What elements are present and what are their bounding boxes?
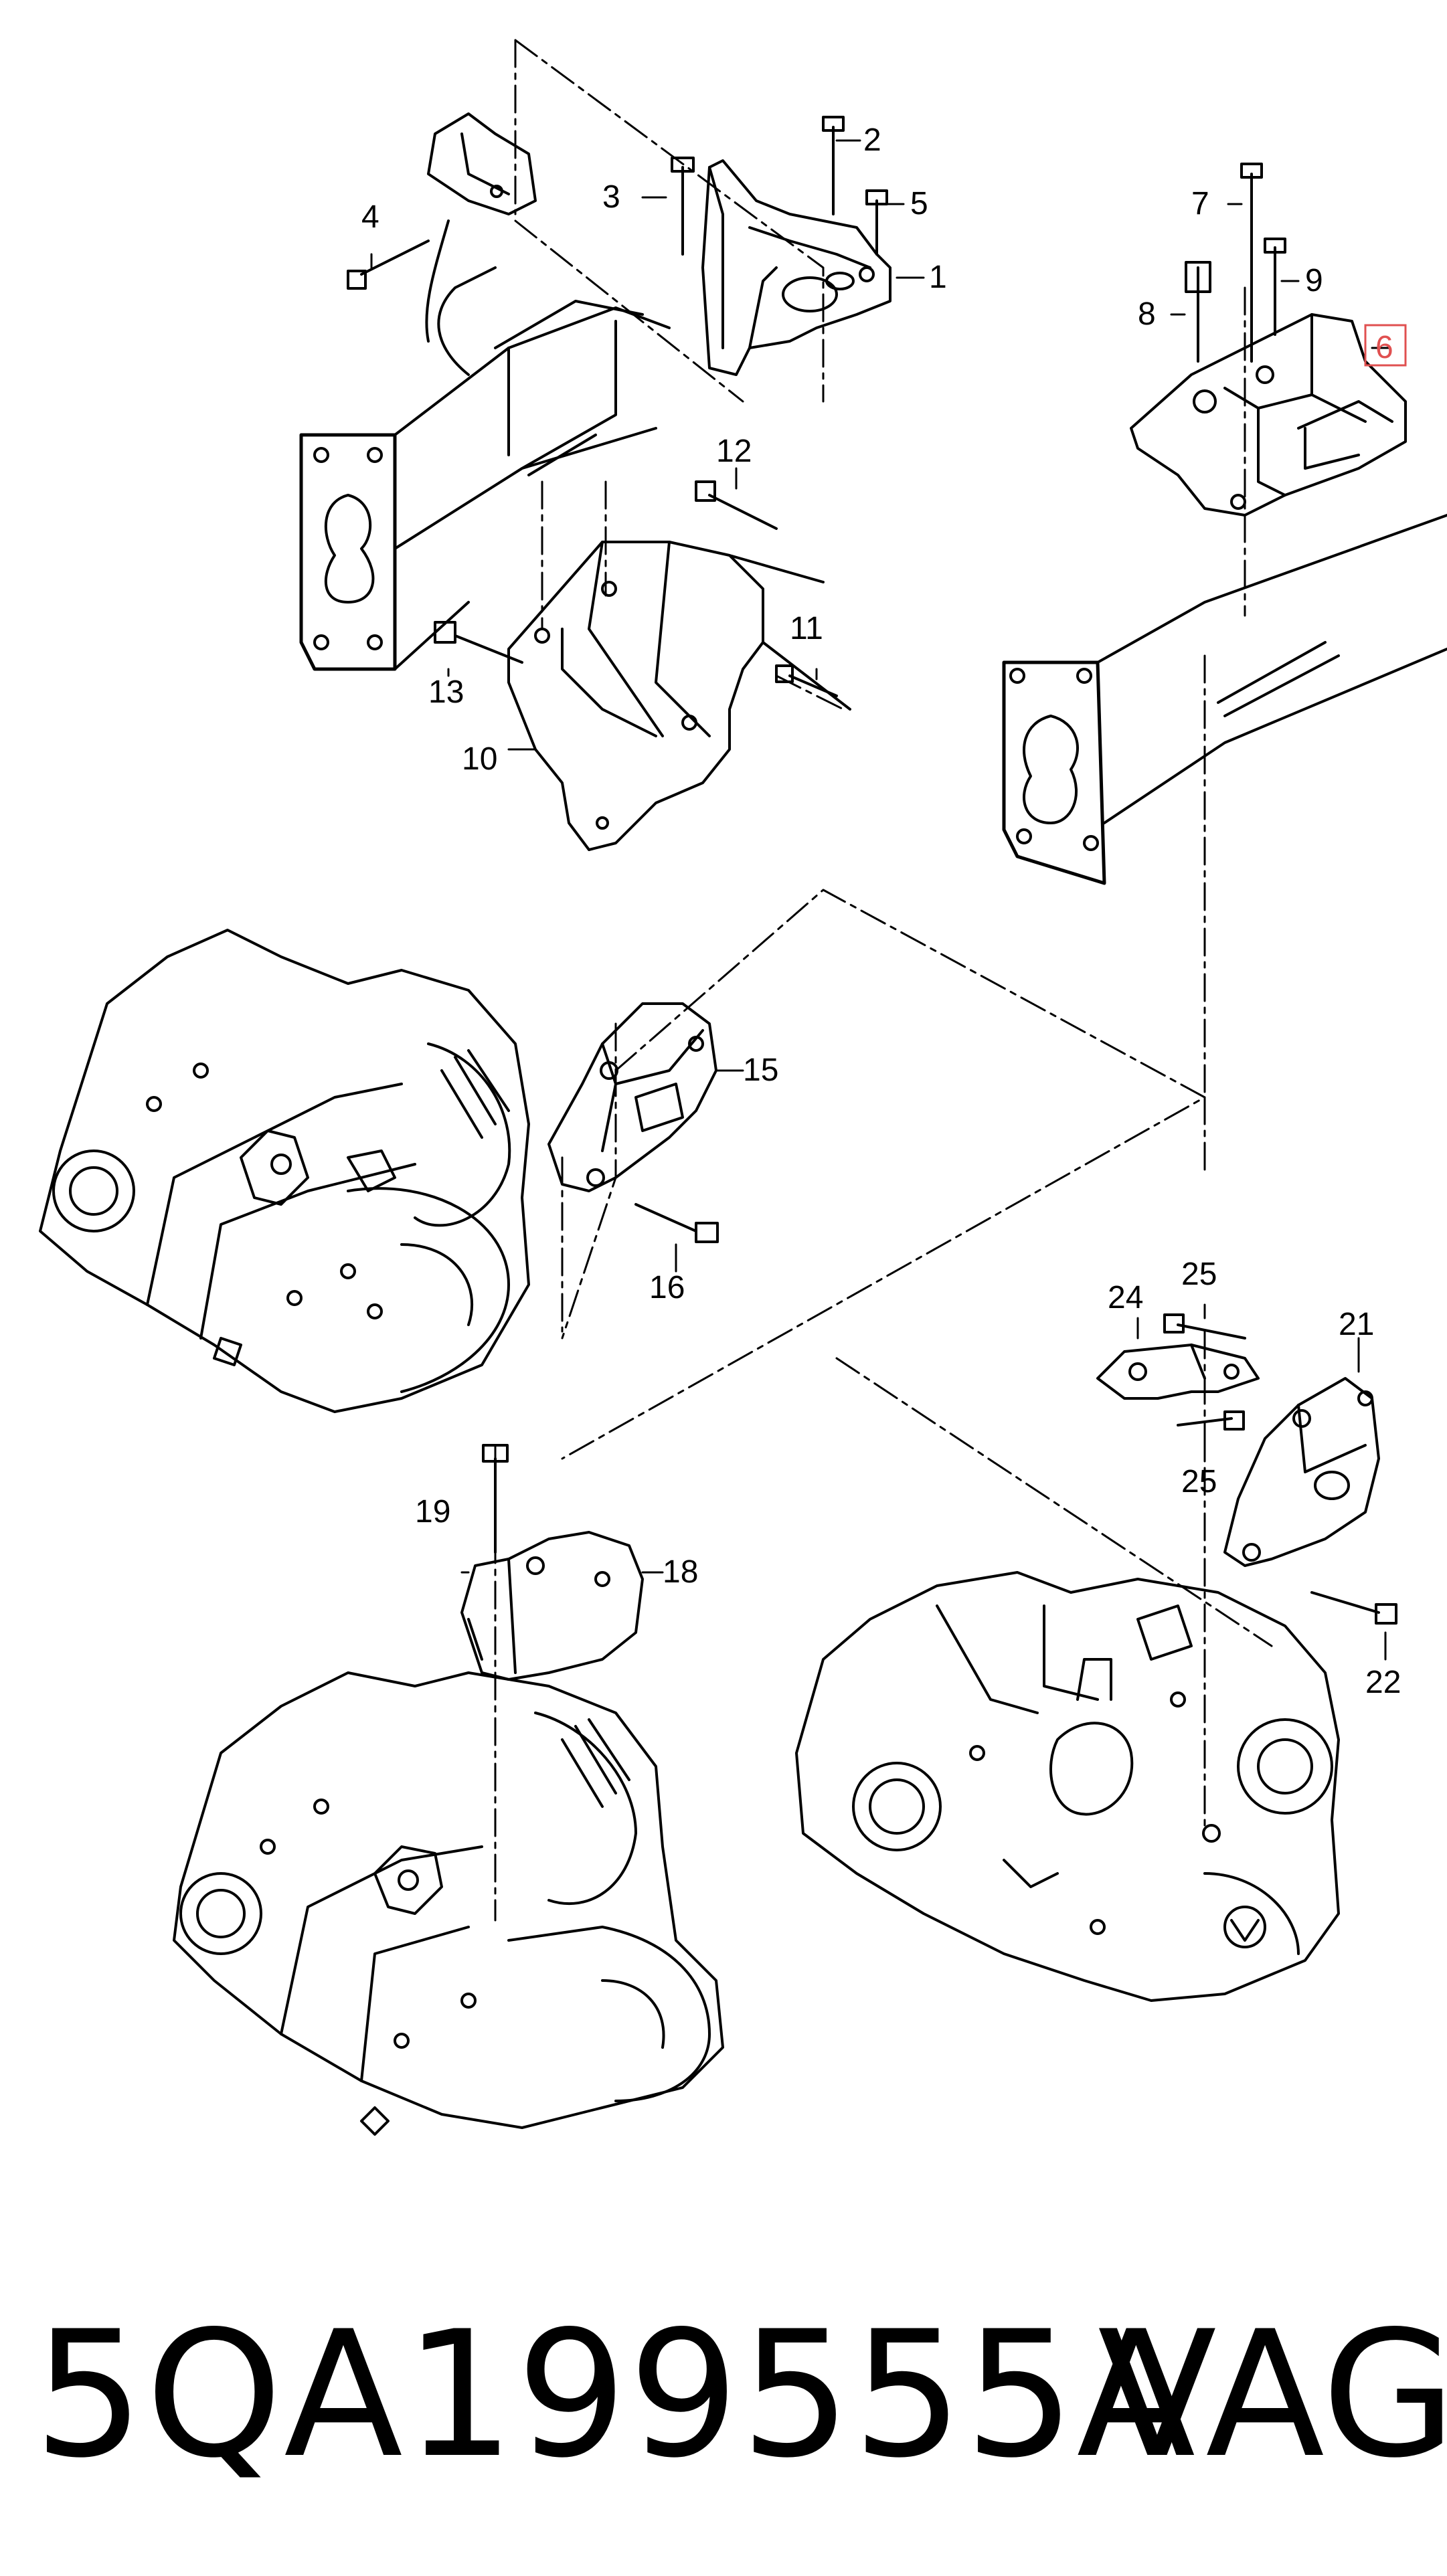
callout-5: 5: [910, 186, 928, 221]
callout-9: 9: [1305, 263, 1323, 298]
callout-21: 21: [1339, 1307, 1374, 1342]
engine-mount-1: [701, 159, 891, 376]
callout-18: 18: [663, 1554, 698, 1590]
bolt-16: [634, 1203, 719, 1243]
front-crossmember-left: [299, 266, 671, 671]
transmission-bracket-18: [460, 1531, 644, 1681]
callout-7: 7: [1191, 186, 1209, 221]
front-crossmember-right: [1002, 514, 1447, 885]
transmission-bracket-21: [1223, 1377, 1380, 1567]
support-bracket-top: [425, 112, 537, 343]
callout-labels: 1 2 3 4 5 6 7 8 9 10 11 12 13 15 16 18 1…: [361, 122, 1401, 1700]
transmission-bottom-left: [173, 1671, 724, 2136]
bolts-top-left: [347, 116, 888, 290]
highlight-box: [1364, 324, 1407, 367]
callout-2: 2: [863, 122, 881, 158]
transmission-right: [795, 1571, 1340, 2002]
bolts-mount-6: [1185, 163, 1286, 363]
callout-8: 8: [1138, 296, 1156, 332]
transmission-bracket-10: [507, 541, 851, 851]
callout-22: 22: [1365, 1665, 1401, 1700]
part-number: 5QA199555A: [33, 2294, 1197, 2496]
bolts-bracket-10: [434, 480, 838, 697]
support-bracket-24: [1096, 1344, 1260, 1400]
callout-16: 16: [649, 1270, 685, 1305]
callout-4: 4: [361, 199, 379, 235]
callout-13: 13: [428, 674, 464, 710]
callout-6: 6: [1375, 330, 1393, 365]
callout-25-bottom: 25: [1181, 1464, 1217, 1499]
bolts-bracket-21: [1163, 1313, 1397, 1625]
callout-24: 24: [1108, 1280, 1143, 1315]
bolt-19: [482, 1444, 509, 1554]
callout-15: 15: [743, 1052, 778, 1088]
transmission-bracket-15: [547, 1002, 717, 1192]
callout-12: 12: [716, 434, 752, 469]
callout-25-top: 25: [1181, 1257, 1217, 1292]
callout-1: 1: [929, 260, 947, 295]
callout-3: 3: [602, 179, 620, 215]
leader-lines: [370, 139, 1390, 1661]
transmission-mount-6: [1130, 313, 1407, 517]
transmission-left: [39, 929, 530, 1413]
callout-10: 10: [462, 741, 497, 777]
callout-11: 11: [790, 611, 823, 646]
brand-label: VAG: [1098, 2294, 1447, 2496]
callout-19: 19: [415, 1494, 450, 1530]
